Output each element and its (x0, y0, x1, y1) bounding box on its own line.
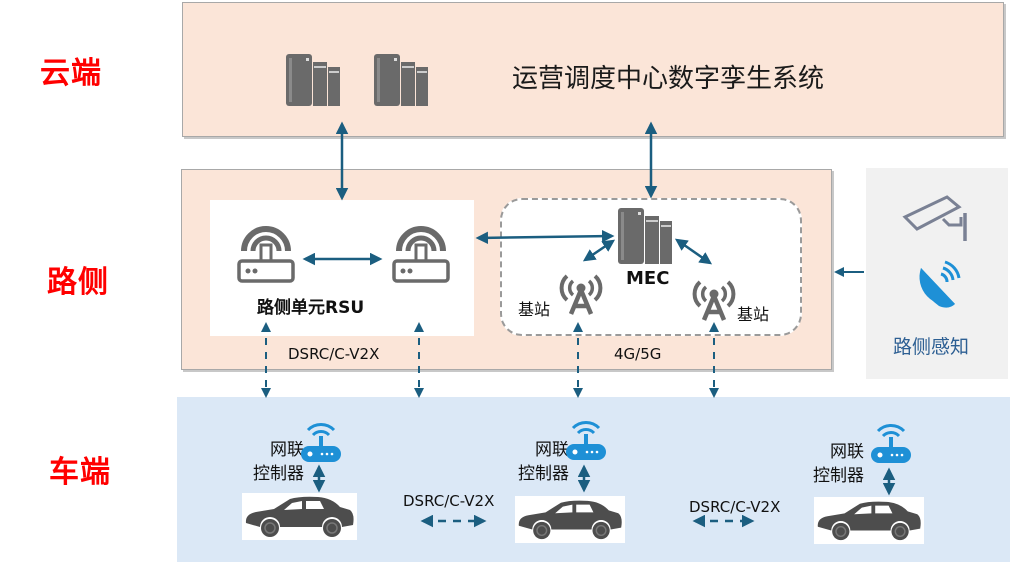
base-station-icon (692, 280, 736, 321)
base-station-label: 基站 (737, 305, 770, 324)
mec-bs-left-link-arrow (582, 239, 616, 262)
wifi-router-icon (301, 423, 341, 462)
v2v-protocol-label: DSRC/C-V2X (689, 498, 781, 516)
rsu-label: 路侧单元RSU (257, 298, 365, 318)
radar-icon (919, 260, 961, 308)
mec-bs-right-link-arrow (674, 238, 713, 265)
tcu-label: 网联 控制器 (786, 440, 864, 488)
roadside-sensing-label: 路侧感知 (893, 336, 970, 358)
rsu-mec-link-arrow (475, 229, 615, 245)
tcu-label: 网联 控制器 (226, 438, 304, 486)
tcu-label-line1: 网联 (270, 440, 304, 460)
tcu-label-line1: 网联 (535, 440, 569, 460)
mec-server-icon (618, 208, 672, 264)
car-icon (242, 493, 357, 540)
layer-label-vehicle: 车端 (49, 455, 111, 490)
tcu-label-line1: 网联 (830, 442, 864, 462)
rsu-group-panel (210, 200, 474, 336)
wifi-router-icon (566, 421, 606, 460)
camera-icon (902, 195, 967, 241)
layer-label-cloud: 云端 (40, 56, 102, 91)
server-icon (286, 54, 340, 106)
rsu-router-icon (392, 226, 450, 283)
protocol-label-cellular: 4G/5G (614, 345, 662, 363)
wifi-router-icon (871, 424, 911, 463)
protocol-label-dsrc: DSRC/C-V2X (288, 345, 380, 363)
tcu-label: 网联 控制器 (491, 438, 569, 486)
rsu-router-icon (237, 226, 295, 283)
tcu-label-line2: 控制器 (253, 464, 304, 484)
cloud-system-title: 运营调度中心数字孪生系统 (512, 64, 825, 94)
base-station-icon (559, 274, 603, 315)
tcu-label-line2: 控制器 (518, 464, 569, 484)
base-station-label: 基站 (518, 300, 551, 319)
tcu-label-line2: 控制器 (813, 466, 864, 486)
car-icon (814, 497, 924, 544)
v2v-protocol-label: DSRC/C-V2X (403, 492, 495, 510)
car-icon (515, 496, 625, 543)
mec-label: MEC (626, 268, 670, 289)
server-icon (374, 54, 428, 106)
layer-label-road: 路侧 (47, 265, 109, 300)
